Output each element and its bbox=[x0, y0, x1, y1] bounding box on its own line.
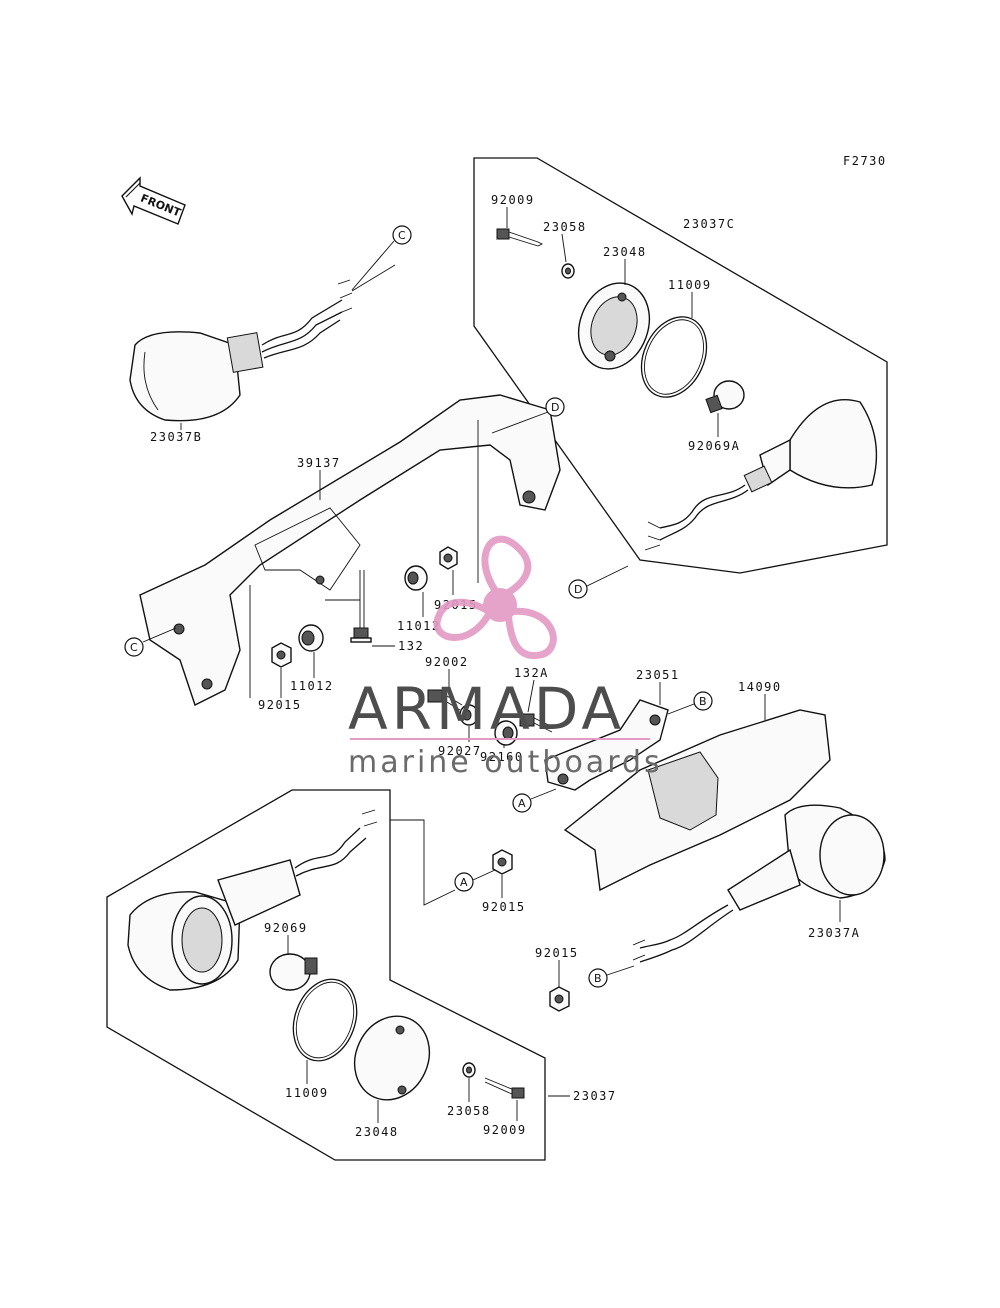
part-label-132a: 132A bbox=[514, 666, 549, 680]
nut-92015-mid bbox=[439, 546, 458, 570]
part-label-92015-a: 92015 bbox=[482, 900, 526, 914]
callout-d-right: D bbox=[477, 420, 629, 599]
group-23037c-frame bbox=[473, 157, 888, 574]
nut-92015-b bbox=[549, 986, 570, 1012]
group-23037-frame bbox=[106, 789, 546, 1161]
nut-92015-left bbox=[271, 642, 292, 668]
bolt-92002 bbox=[427, 689, 463, 711]
part-label-23037b: 23037B bbox=[150, 430, 202, 444]
part-label-11009-bottom: 11009 bbox=[285, 1086, 329, 1100]
part-label-23058-top: 23058 bbox=[543, 220, 587, 234]
part-label-23051: 23051 bbox=[636, 668, 680, 682]
part-label-23058-bottom: 23058 bbox=[447, 1104, 491, 1118]
part-label-39137: 39137 bbox=[297, 456, 341, 470]
figure-code: F2730 bbox=[843, 154, 887, 168]
svg-text:D: D bbox=[574, 583, 582, 596]
washer-23058-bottom bbox=[462, 1062, 476, 1078]
part-label-92009-bottom: 92009 bbox=[483, 1123, 527, 1137]
callout-b-bottom: B bbox=[588, 965, 635, 988]
watermark-brand: ARMADA bbox=[348, 675, 625, 743]
nut-92027 bbox=[459, 704, 479, 726]
svg-text:A: A bbox=[518, 797, 526, 810]
turn-signal-23037a bbox=[632, 804, 886, 963]
part-label-23048-top: 23048 bbox=[603, 245, 647, 259]
callout-a-top: A bbox=[512, 788, 557, 813]
part-label-11012-left: 11012 bbox=[290, 679, 334, 693]
part-label-92069: 92069 bbox=[264, 921, 308, 935]
bracket-39137 bbox=[139, 394, 561, 706]
svg-text:B: B bbox=[594, 972, 602, 985]
bolt-132 bbox=[350, 570, 372, 643]
washer-23058-top bbox=[561, 263, 575, 279]
bracket-23051 bbox=[544, 699, 669, 791]
screw-92009-top bbox=[496, 228, 544, 247]
part-label-23048-bottom: 23048 bbox=[355, 1125, 399, 1139]
spacer-11012-left bbox=[298, 624, 324, 652]
part-label-23037: 23037 bbox=[573, 1089, 617, 1103]
part-label-92069a: 92069A bbox=[688, 439, 740, 453]
part-label-23037c: 23037C bbox=[683, 217, 735, 231]
watermark-tagline: marine outboards bbox=[348, 745, 663, 780]
part-label-23037a: 23037A bbox=[808, 926, 860, 940]
part-label-92009-top: 92009 bbox=[491, 193, 535, 207]
spacer-11012-mid bbox=[404, 565, 428, 591]
callout-c-top: C bbox=[351, 225, 412, 292]
nut-92015-a bbox=[492, 849, 513, 875]
screw-92009-bottom bbox=[484, 1077, 525, 1099]
o-ring-11009-bottom bbox=[292, 978, 358, 1062]
svg-text:D: D bbox=[551, 401, 559, 414]
bolt-132a bbox=[519, 713, 556, 733]
svg-text:C: C bbox=[130, 641, 138, 654]
part-label-132: 132 bbox=[398, 639, 424, 653]
svg-text:C: C bbox=[398, 229, 406, 242]
o-ring-11009-top bbox=[640, 316, 708, 398]
watermark-underline bbox=[350, 738, 650, 740]
turn-signal-bottom-left bbox=[127, 809, 378, 991]
watermark-logo-icon bbox=[433, 535, 557, 660]
part-label-92015-left: 92015 bbox=[258, 698, 302, 712]
part-label-11012-mid: 11012 bbox=[397, 619, 441, 633]
part-label-92015-b: 92015 bbox=[535, 946, 579, 960]
fender-14090 bbox=[563, 709, 831, 892]
part-label-92027: 92027 bbox=[438, 744, 482, 758]
lens-23048-bottom bbox=[353, 1015, 431, 1101]
bulb-92069a bbox=[705, 380, 745, 414]
part-label-11009-top: 11009 bbox=[668, 278, 712, 292]
bulb-92069 bbox=[269, 953, 318, 991]
svg-text:B: B bbox=[699, 695, 707, 708]
front-arrow-icon: FRONT bbox=[121, 176, 186, 225]
turn-signal-right-rear bbox=[644, 398, 878, 551]
callout-b-top: B bbox=[667, 691, 713, 715]
callout-c-left: C bbox=[124, 627, 177, 657]
part-label-92160: 92160 bbox=[480, 750, 524, 764]
svg-text:A: A bbox=[460, 876, 468, 889]
callout-a-bottom: A bbox=[454, 869, 496, 892]
part-label-92002: 92002 bbox=[425, 655, 469, 669]
callout-d-top: D bbox=[491, 397, 565, 434]
turn-signal-23037b bbox=[129, 279, 353, 422]
lens-housing-23048-top bbox=[577, 282, 651, 370]
part-label-14090: 14090 bbox=[738, 680, 782, 694]
